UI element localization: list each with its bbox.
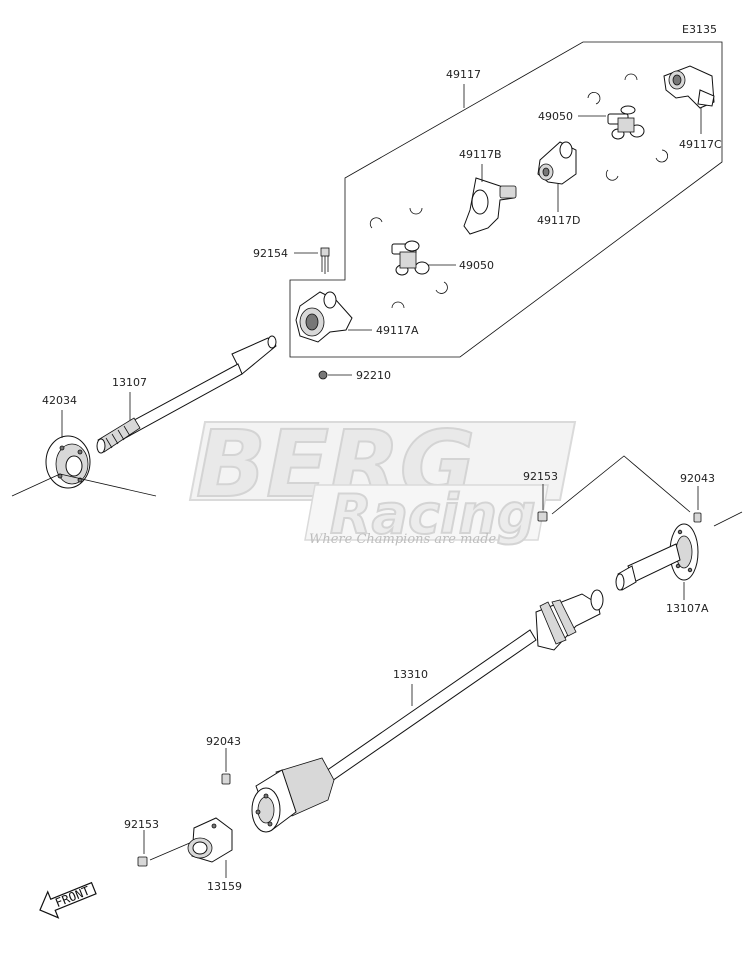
bolt-92153-left xyxy=(137,856,148,867)
flange-42034 xyxy=(45,435,91,489)
flange-yoke-49117a xyxy=(295,291,353,343)
yoke-49117d xyxy=(537,141,577,185)
label-92210: 92210 xyxy=(356,369,391,382)
label-92043-left: 92043 xyxy=(206,735,241,748)
front-direction-arrow: FRONT xyxy=(39,881,97,919)
watermark-tagline: Where Champions are made xyxy=(309,532,497,547)
reference-line-far-right xyxy=(713,511,743,527)
slip-yoke-49117b xyxy=(463,177,517,235)
drive-shaft-13310 xyxy=(251,589,604,833)
stub-shaft-13107a xyxy=(615,523,699,591)
label-13107: 13107 xyxy=(112,376,147,389)
pin-92043-left xyxy=(221,773,231,785)
label-49117c: 49117C xyxy=(679,138,722,151)
reference-line-bolt-left xyxy=(149,841,193,861)
label-49050-mid: 49050 xyxy=(459,259,494,272)
label-49117: 49117 xyxy=(446,68,481,81)
label-13310: 13310 xyxy=(393,668,428,681)
universal-joint-cross-top xyxy=(607,105,645,140)
label-92043-right: 92043 xyxy=(680,472,715,485)
reference-line-left xyxy=(11,473,157,497)
label-42034: 42034 xyxy=(42,394,77,407)
label-49117b: 49117B xyxy=(459,148,502,161)
label-13159: 13159 xyxy=(207,880,242,893)
reference-line-right xyxy=(551,455,691,515)
front-label: FRONT xyxy=(53,884,92,911)
label-49050-top: 49050 xyxy=(538,110,573,123)
watermark: BERG Racing Where Champions are made xyxy=(188,410,577,547)
label-49117a: 49117A xyxy=(376,324,419,337)
propeller-shaft-13107 xyxy=(96,335,277,454)
flange-13159 xyxy=(187,817,233,863)
snap-rings-top xyxy=(369,73,668,309)
pin-92043-right xyxy=(693,512,702,523)
label-92153-right: 92153 xyxy=(523,470,558,483)
diagram-code: E3135 xyxy=(682,23,717,36)
bolt-92154 xyxy=(320,247,330,274)
watermark-brand-bottom: Racing xyxy=(330,483,536,546)
label-92153-left: 92153 xyxy=(124,818,159,831)
label-13107a: 13107A xyxy=(666,602,709,615)
bolt-92153-right xyxy=(537,511,548,522)
assembly-group-outline xyxy=(289,41,723,358)
watermark-brand-top: BERG xyxy=(196,411,475,518)
yoke-49117c xyxy=(663,65,715,109)
label-92154: 92154 xyxy=(253,247,288,260)
label-49117d: 49117D xyxy=(537,214,580,227)
nut-92210 xyxy=(318,370,328,380)
universal-joint-cross-mid xyxy=(391,240,430,276)
